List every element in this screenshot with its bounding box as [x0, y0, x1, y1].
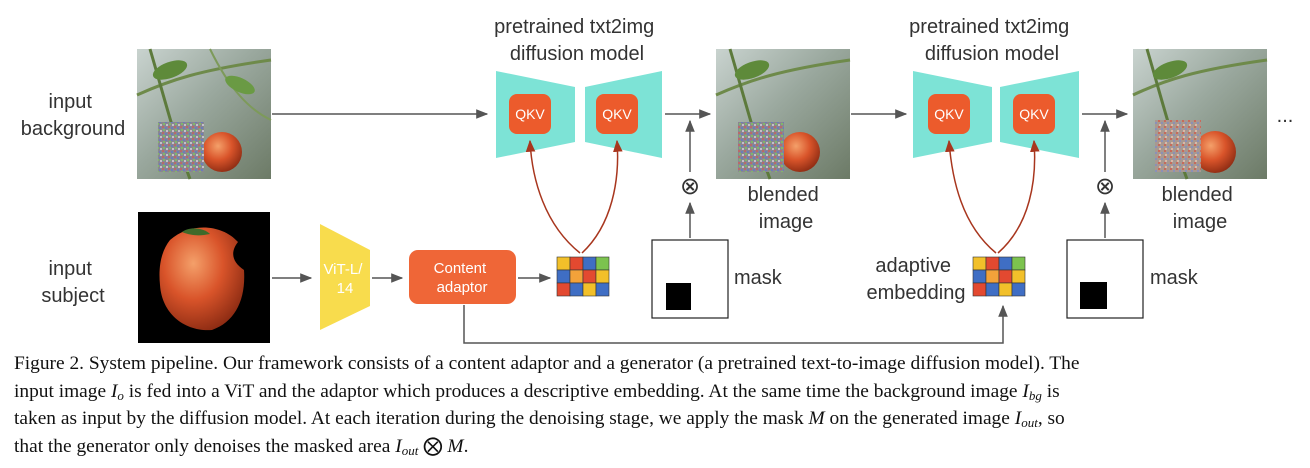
embedding-cell	[556, 269, 571, 284]
embedding-cell	[1011, 282, 1026, 297]
vit-label: ViT-L/ 14	[323, 261, 366, 297]
blended-image-2	[1132, 48, 1268, 180]
embedding-cell	[556, 282, 571, 297]
embedding-grid-2	[972, 256, 1026, 297]
blended-image-2-label: blended image	[1162, 184, 1239, 233]
qkv-block	[1013, 94, 1055, 134]
qkv-label: QKV	[934, 106, 964, 122]
qkv-label: QKV	[602, 106, 632, 122]
embedding-cell	[998, 282, 1013, 297]
caption-line: Figure 2. System pipeline. Our framework…	[14, 353, 1080, 374]
diffusion-model-2-label: pretrained txt2img diffusion model	[909, 16, 1075, 65]
mask-2-image	[1066, 239, 1144, 319]
embedding-to-qkv-arrow	[997, 139, 1040, 254]
embedding-cell	[1011, 269, 1026, 284]
embedding-cell	[985, 282, 1000, 297]
vit-encoder: ViT-L/ 14	[320, 224, 370, 330]
embedding-cell	[998, 269, 1013, 284]
mask-1-label: mask	[734, 267, 783, 289]
adaptive-embedding-label: adaptive embedding	[867, 255, 966, 304]
embedding-cell	[972, 256, 987, 271]
input-background-label: input background	[21, 91, 126, 140]
qkv-label: QKV	[515, 106, 545, 122]
blended-image-1-label: blended image	[748, 184, 825, 233]
embedding-cell	[595, 269, 610, 284]
input-subject-label: input subject	[41, 258, 105, 307]
mask-1-image	[651, 239, 729, 319]
qkv-block	[509, 94, 551, 134]
embedding-cell	[582, 256, 597, 271]
adaptor-to-adaptive-embedding-arrow	[463, 304, 1008, 344]
embedding-cell	[569, 282, 584, 297]
qkv-block	[928, 94, 970, 134]
input-subject-image	[138, 212, 270, 343]
content-adaptor: Content adaptor	[409, 250, 516, 304]
content-adaptor-label: Content adaptor	[434, 260, 491, 296]
embedding-cell	[595, 256, 610, 271]
embedding-cell	[569, 269, 584, 284]
figure-caption: Figure 2. System pipeline. Our framework…	[14, 350, 1298, 460]
embedding-cell	[595, 282, 610, 297]
embedding-cell	[582, 282, 597, 297]
embedding-grid-1	[556, 256, 610, 297]
embedding-to-qkv-arrow	[525, 139, 581, 254]
ellipsis: ...	[1277, 105, 1294, 127]
diffusion-model-1: pretrained txt2img diffusion model QKV Q…	[494, 16, 662, 158]
caption-line: taken as input by the diffusion model. A…	[14, 408, 1065, 430]
embedding-cell	[985, 269, 1000, 284]
pipeline-diagram: input background input subject pretraine…	[21, 16, 1294, 344]
embedding-cell	[985, 256, 1000, 271]
multiply-icon: ⊗	[680, 173, 700, 200]
embedding-cell	[1011, 256, 1026, 271]
qkv-block	[596, 94, 638, 134]
embedding-cell	[569, 256, 584, 271]
input-background-image	[136, 48, 272, 180]
embedding-to-qkv-arrow	[581, 139, 623, 254]
diffusion-model-2: pretrained txt2img diffusion model QKV Q…	[909, 16, 1079, 158]
embedding-to-qkv-arrow	[945, 139, 997, 254]
embedding-cell	[972, 269, 987, 284]
embedding-cell	[998, 256, 1013, 271]
embedding-cell	[556, 256, 571, 271]
embedding-cell	[972, 282, 987, 297]
diffusion-model-1-label: pretrained txt2img diffusion model	[494, 16, 660, 65]
caption-line: that the generator only denoises the mas…	[14, 435, 469, 458]
mask-2-label: mask	[1150, 267, 1199, 289]
multiply-icon: ⊗	[1095, 173, 1115, 200]
embedding-cell	[582, 269, 597, 284]
blended-image-1	[715, 48, 851, 180]
caption-line: input image Io is fed into a ViT and the…	[14, 380, 1060, 403]
qkv-label: QKV	[1019, 106, 1049, 122]
